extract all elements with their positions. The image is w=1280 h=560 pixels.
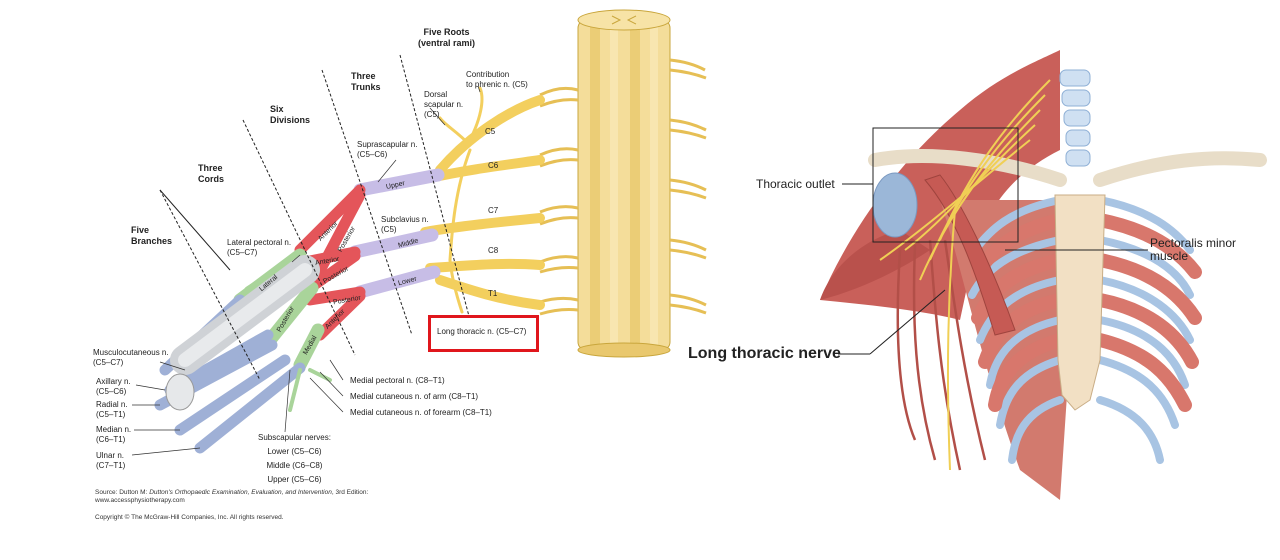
label-musculocutaneous: Musculocutaneous n. (C5–C7) xyxy=(93,348,169,367)
label-axillary: Axillary n. (C5–C6) xyxy=(96,377,131,396)
leader-lines xyxy=(131,85,481,456)
header-five-roots: Five Roots (ventral rami) xyxy=(418,27,476,48)
brachial-plexus-diagram xyxy=(131,9,707,456)
long-thoracic-highlight xyxy=(428,315,539,352)
header-three-trunks: Three Trunks xyxy=(351,71,381,92)
plexus-trunks xyxy=(348,168,445,299)
header-three-cords: Three Cords xyxy=(198,163,225,184)
plexus-branches xyxy=(154,255,332,454)
thoracic-outlet-box xyxy=(872,127,1019,243)
thorax-illustration xyxy=(820,50,1267,500)
label-dorsal-scapular: Dorsal scapular n. (C5) xyxy=(424,90,464,119)
label-radial: Radial n. (C5–T1) xyxy=(96,400,128,419)
root-t1: T1 xyxy=(488,289,498,298)
label-suprascapular: Suprascapular n. (C5–C6) xyxy=(357,140,418,159)
zone-dividers xyxy=(159,54,471,381)
source-citation: Source: Dutton M: Dutton's Orthopaedic E… xyxy=(95,489,369,504)
label-thoracic-outlet: Thoracic outlet xyxy=(756,177,835,191)
header-six-divisions: Six Divisions xyxy=(270,104,311,125)
label-medial-pectoral: Medial pectoral n. (C8–T1) xyxy=(350,376,445,385)
root-c8: C8 xyxy=(488,246,499,255)
root-c5: C5 xyxy=(485,127,496,136)
copyright-text: Copyright © The McGraw-Hill Companies, I… xyxy=(95,514,284,521)
plexus-divisions xyxy=(294,184,366,341)
label-phrenic: Contribution to phrenic n. (C5) xyxy=(466,70,528,89)
label-subclavius: Subclavius n. (C5) xyxy=(381,215,429,234)
label-ulnar: Ulnar n. (C7–T1) xyxy=(96,451,126,470)
header-five-branches: Five Branches xyxy=(131,225,173,246)
label-lateral-pectoral: Lateral pectoral n. (C5–C7) xyxy=(227,238,292,257)
plexus-roots xyxy=(420,86,545,314)
label-subscapular: Subscapular nerves: Lower (C5–C6) Middle… xyxy=(258,433,331,484)
label-medial-cutaneous-arm: Medial cutaneous n. of arm (C8–T1) xyxy=(350,392,479,401)
root-c6: C6 xyxy=(488,161,499,170)
label-long-thoracic-nerve: Long thoracic nerve xyxy=(688,345,841,362)
root-c7: C7 xyxy=(488,206,499,215)
label-medial-cutaneous-forearm: Medial cutaneous n. of forearm (C8–T1) xyxy=(350,408,492,417)
spinal-cord xyxy=(539,9,707,358)
label-pectoralis-minor: Pectoralis minor muscle xyxy=(1150,236,1237,263)
label-median: Median n. (C6–T1) xyxy=(96,425,132,444)
label-long-thoracic: Long thoracic n. (C5–C7) xyxy=(437,327,527,336)
